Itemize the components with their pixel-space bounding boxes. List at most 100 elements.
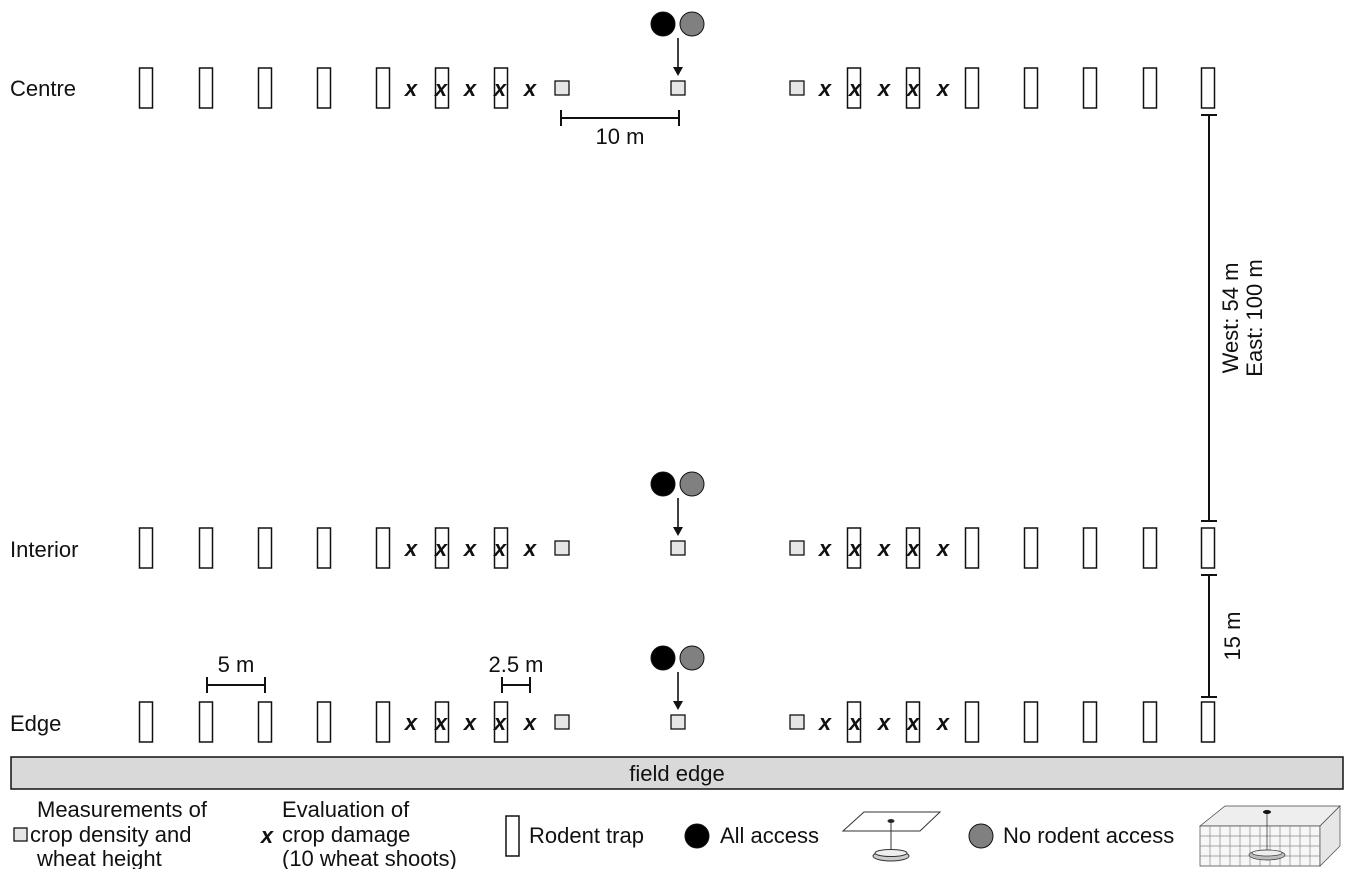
rodent-trap-icon [846, 67, 862, 109]
arrow-down-icon [673, 527, 683, 536]
measurement-legend-icon [13, 827, 28, 842]
legend-evaluation-line1: Evaluation of [282, 797, 410, 822]
rodent-trap-icon [316, 527, 332, 569]
crop-damage-cross-icon: x [877, 710, 891, 735]
crop-damage-cross-icon: x [877, 76, 891, 101]
crop-damage-cross-icon: x [404, 76, 418, 101]
arrow-down-icon [673, 701, 683, 710]
crop-damage-cross-icon: x [434, 536, 448, 561]
legend-measurements-line2: crop density and [30, 822, 191, 847]
rodent-trap-icon [375, 701, 391, 743]
trap-spacing-label: 5 m [218, 652, 255, 677]
rodent-trap-icon [1142, 701, 1158, 743]
rodent-trap-icon [1082, 67, 1098, 109]
crop-damage-cross-icon: x [848, 710, 862, 735]
exclosure-spacing-scale [560, 110, 680, 126]
row-label-edge: Edge [10, 711, 61, 736]
measurement-square-icon [554, 540, 570, 556]
rodent-trap-icon [493, 67, 509, 109]
damage-spacing-label: 2.5 m [488, 652, 543, 677]
edge-distance-label: 15 m [1220, 612, 1245, 661]
no-rodent-access-circle-icon [679, 645, 705, 671]
legend-rodent-trap: Rodent trap [529, 823, 644, 848]
rodent-trap-icon [1023, 527, 1039, 569]
row-label-interior: Interior [10, 537, 78, 562]
crop-damage-cross-icon: x [463, 76, 477, 101]
field-edge-label: field edge [629, 761, 724, 786]
row-label-centre: Centre [10, 76, 76, 101]
rodent-trap-icon [1023, 701, 1039, 743]
measurement-square-icon [670, 80, 686, 96]
measurement-square-icon [554, 80, 570, 96]
rodent-trap-icon [434, 527, 450, 569]
rodent-trap-icon [316, 67, 332, 109]
rodent-trap-icon [375, 527, 391, 569]
rodent-trap-icon [905, 701, 921, 743]
crop-damage-cross-icon: x [936, 536, 950, 561]
no-rodent-access-circle-icon [679, 11, 705, 37]
crop-damage-cross-icon: x [463, 710, 477, 735]
rodent-trap-icon [964, 701, 980, 743]
rodent-trap-icon [964, 67, 980, 109]
rodent-trap-icon [1082, 527, 1098, 569]
exclosure-spacing-label: 10 m [596, 124, 645, 149]
all-access-circle-icon [650, 645, 676, 671]
crop-damage-cross-icon: x [848, 76, 862, 101]
measurement-square-icon [670, 714, 686, 730]
centre-interior-distance [1201, 114, 1217, 522]
rodent-trap-icon [198, 527, 214, 569]
crop-damage-cross-icon: x [906, 710, 920, 735]
rodent-trap-icon [846, 701, 862, 743]
rodent-trap-legend-icon [505, 815, 520, 857]
crop-damage-cross-icon: x [848, 536, 862, 561]
open-exclosure-cage-icon [841, 811, 942, 862]
rodent-trap-icon [493, 701, 509, 743]
rodent-trap-icon [964, 527, 980, 569]
arrow-down-icon [673, 67, 683, 76]
centre-distance-west: West: 54 m [1218, 263, 1243, 374]
rodent-trap-icon [257, 527, 273, 569]
no-rodent-access-legend-icon [968, 823, 994, 849]
measurement-square-icon [670, 540, 686, 556]
rodent-trap-icon [434, 701, 450, 743]
all-access-legend-icon [684, 823, 710, 849]
legend: Measurements of crop density and wheat h… [13, 797, 1341, 869]
interior-edge-distance [1201, 574, 1217, 698]
all-access-circle-icon [650, 471, 676, 497]
crop-damage-cross-icon: x [434, 710, 448, 735]
rodent-trap-icon [138, 527, 154, 569]
rodent-trap-icon [1082, 701, 1098, 743]
rodent-trap-icon [434, 67, 450, 109]
crop-damage-cross-icon: x [434, 76, 448, 101]
legend-no-rodent-access: No rodent access [1003, 823, 1174, 848]
legend-evaluation-line2: crop damage [282, 822, 410, 847]
rodent-trap-icon [1200, 67, 1216, 109]
legend-evaluation-line3: (10 wheat shoots) [282, 846, 457, 869]
crop-damage-cross-icon: x [463, 536, 477, 561]
crop-damage-cross-icon: x [493, 536, 507, 561]
rodent-trap-icon [1200, 527, 1216, 569]
crop-damage-cross-icon: x [493, 76, 507, 101]
centre-distance-east: East: 100 m [1242, 259, 1267, 376]
rodent-trap-icon [905, 527, 921, 569]
rodent-trap-icon [1023, 67, 1039, 109]
legend-measurements-line1: Measurements of [37, 797, 208, 822]
rodent-trap-icon [375, 67, 391, 109]
no-rodent-access-circle-icon [679, 471, 705, 497]
measurement-square-icon [789, 714, 805, 730]
crop-damage-cross-icon: x [818, 536, 832, 561]
rodent-trap-icon [138, 67, 154, 109]
crop-damage-cross-icon: x [404, 536, 418, 561]
rodent-trap-icon [1142, 527, 1158, 569]
all-access-circle-icon [650, 11, 676, 37]
rodent-trap-icon [493, 527, 509, 569]
mesh-exclosure-cage-icon [1199, 805, 1341, 867]
crop-damage-cross-icon: x [818, 710, 832, 735]
crop-damage-cross-icon: x [404, 710, 418, 735]
crop-damage-cross-icon: x [906, 76, 920, 101]
crop-damage-cross-icon: x [906, 536, 920, 561]
crop-damage-cross-icon: x [936, 76, 950, 101]
